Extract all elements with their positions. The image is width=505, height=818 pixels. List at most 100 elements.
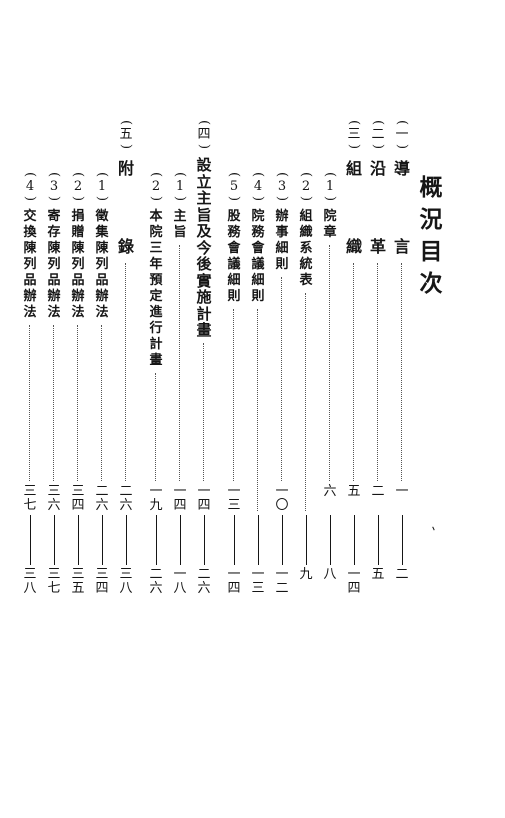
entry-label-char: 章	[323, 225, 337, 240]
entry-label-char: 辦	[71, 289, 85, 304]
entry-number: 3	[49, 179, 59, 194]
toc-entry: (一)導言一二	[390, 0, 414, 818]
entry-label-char: 務	[227, 225, 241, 240]
page-to: 二	[395, 567, 409, 582]
entry-label-char: 集	[95, 225, 109, 240]
entry-label-char: 寄	[47, 209, 61, 224]
toc-entry: (2)本院三年預定進行計畫一九二六	[144, 0, 168, 818]
close-paren: )	[172, 195, 188, 202]
entry-label-char: 徵	[95, 209, 109, 224]
entry-label-char: 捐	[71, 209, 85, 224]
entry-label-char: 贈	[71, 225, 85, 240]
entry-label-char: 表	[299, 273, 313, 288]
entry-number: 4	[253, 179, 263, 194]
page-range-dash	[77, 515, 80, 565]
entry-number: 3	[277, 179, 287, 194]
open-paren: (	[196, 119, 212, 126]
entry-label-char: 統	[299, 257, 313, 272]
entry-label-char: 事	[275, 225, 289, 240]
entry-label-char: 品	[95, 273, 109, 288]
entry-label-char: 辦	[95, 289, 109, 304]
entry-label-char: 辦	[275, 209, 289, 224]
page-range-dash	[125, 515, 128, 565]
entry-heading: (2)組織系統表	[294, 170, 318, 289]
entry-label-char: 存	[47, 225, 61, 240]
page-to: 三五	[71, 567, 85, 596]
page-range-dash	[281, 515, 284, 565]
open-paren: (	[370, 119, 386, 126]
entry-label-char: 及	[196, 222, 212, 240]
title-char: 概	[419, 174, 443, 201]
page-to: 三八	[23, 567, 37, 596]
entry-label-char: 織	[299, 225, 313, 240]
entry-label-char: 本	[149, 209, 163, 224]
page-from: 二六	[119, 484, 133, 513]
toc-entry: (4)交換陳列品辦法三七三八	[18, 0, 42, 818]
entry-number: 2	[301, 179, 311, 194]
entry-number: 1	[325, 179, 335, 194]
open-paren: (	[70, 171, 86, 178]
entry-label-char: 年	[149, 257, 163, 272]
page-from: 三四	[71, 484, 85, 513]
toc-entry: (1)徵集陳列品辦法二六三四	[90, 0, 114, 818]
toc-entry: (1)院章六八	[318, 0, 342, 818]
toc-entry: (四)設立主旨及今後實施計畫一四二六	[192, 0, 216, 818]
entry-label-char: 議	[227, 257, 241, 272]
open-paren: (	[148, 171, 164, 178]
page-to: 一二	[275, 567, 289, 596]
page-range-dash	[305, 515, 308, 565]
page-to: 三八	[119, 567, 133, 596]
page-to: 一四	[227, 567, 241, 596]
entry-label-char: 則	[251, 289, 265, 304]
page-from: 一三	[227, 484, 241, 513]
page-range-dash	[29, 515, 32, 565]
entry-label-char: 辦	[23, 289, 37, 304]
entry-heading: (二)沿革	[366, 118, 390, 259]
entry-label-char: 細	[275, 241, 289, 256]
close-paren: )	[322, 195, 338, 202]
toc-entry: (五)附錄二六三八	[114, 0, 138, 818]
open-paren: (	[22, 171, 38, 178]
entry-number: 2	[151, 179, 161, 194]
page-from: 三七	[23, 484, 37, 513]
entry-heading: (3)寄存陳列品辦法	[42, 170, 66, 321]
entry-label-char: 立	[196, 172, 212, 191]
entry-label-char: 會	[251, 241, 265, 256]
entry-label-char: 三	[149, 241, 163, 256]
entry-label-char: 組	[345, 159, 362, 178]
page-from: 二六	[95, 484, 109, 513]
close-paren: )	[274, 195, 290, 202]
close-paren: )	[22, 195, 38, 202]
open-paren: (	[172, 171, 188, 178]
open-paren: (	[394, 119, 410, 126]
open-paren: (	[250, 171, 266, 178]
page-range-dash	[203, 515, 206, 565]
entry-label-char: 辦	[47, 289, 61, 304]
page-from: 一	[395, 484, 409, 499]
title-char: 況	[419, 206, 443, 233]
entry-heading: (四)設立主旨及今後實施計畫	[192, 118, 216, 339]
entry-label-char: 則	[227, 289, 241, 304]
entry-label-char: 旨	[173, 225, 187, 240]
page-from: 一九	[149, 484, 163, 513]
entry-label-char: 品	[23, 273, 37, 288]
entry-label-char: 言	[393, 237, 410, 256]
page-range-dash	[353, 515, 356, 565]
entry-label-char: 附	[117, 159, 134, 178]
entry-label-char: 計	[196, 304, 212, 323]
entry-label-char: 法	[47, 305, 61, 320]
page-to: 二六	[197, 567, 211, 596]
entry-heading: (2)捐贈陳列品辦法	[66, 170, 90, 321]
toc-entry: (1)主旨一四一八	[168, 0, 192, 818]
entry-label-char: 細	[227, 273, 241, 288]
punctuation-mark: 、	[429, 518, 446, 536]
page-to: 一八	[173, 567, 187, 596]
open-paren: (	[298, 171, 314, 178]
entry-label-char: 陳	[95, 241, 109, 256]
open-paren: (	[94, 171, 110, 178]
entry-number: 一	[395, 127, 409, 142]
entry-label-char: 施	[196, 288, 212, 306]
entry-number: 1	[175, 179, 185, 194]
entry-label-char: 主	[196, 189, 212, 207]
toc-entry: (3)辦事細則一〇一二	[270, 0, 294, 818]
